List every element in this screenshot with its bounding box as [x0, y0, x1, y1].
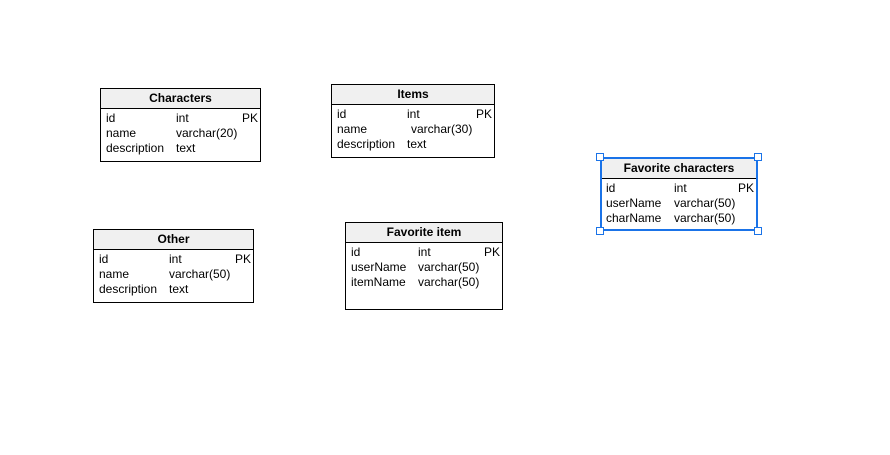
field-type: varchar(50): [674, 211, 736, 225]
table-fields: id int PK userName varchar(50) itemName …: [346, 243, 502, 290]
field-row[interactable]: description text: [337, 137, 494, 152]
field-type: int: [418, 245, 431, 259]
resize-handle-top-right[interactable]: [754, 153, 762, 161]
field-key: PK: [241, 111, 258, 125]
field-row[interactable]: name varchar(50): [99, 267, 253, 282]
field-row[interactable]: userName varchar(50): [606, 196, 756, 211]
field-type: varchar(30): [411, 122, 473, 136]
field-type: varchar(50): [674, 196, 736, 210]
table-favorite-characters[interactable]: Favorite characters id int PK userName v…: [600, 157, 758, 231]
field-type: int: [674, 181, 687, 195]
field-type: varchar(50): [169, 267, 231, 281]
table-title: Other: [94, 230, 253, 250]
field-row[interactable]: description text: [106, 141, 260, 156]
field-row[interactable]: userName varchar(50): [351, 260, 502, 275]
field-type: int: [176, 111, 189, 125]
field-type: varchar(20): [176, 126, 238, 140]
field-type: text: [169, 282, 189, 296]
field-name: name: [99, 267, 130, 281]
resize-handle-bottom-left[interactable]: [596, 227, 604, 235]
field-row[interactable]: itemName varchar(50): [351, 275, 502, 290]
field-name: name: [337, 122, 368, 136]
table-fields: id int PK name varchar(30) description t…: [332, 105, 494, 152]
field-key: PK: [483, 245, 500, 259]
field-row[interactable]: name varchar(30): [337, 122, 494, 137]
table-title: Items: [332, 85, 494, 105]
table-fields: id int PK name varchar(20) description t…: [101, 109, 260, 156]
field-type: text: [407, 137, 427, 151]
field-row[interactable]: id int PK: [337, 107, 494, 122]
field-name: userName: [351, 260, 407, 274]
field-name: id: [99, 252, 109, 266]
table-fields: id int PK name varchar(50) description t…: [94, 250, 253, 297]
table-title: Favorite characters: [602, 159, 756, 179]
field-name: description: [99, 282, 158, 296]
table-fields: id int PK userName varchar(50) charName …: [602, 179, 756, 226]
field-row[interactable]: description text: [99, 282, 253, 297]
field-name: name: [106, 126, 137, 140]
field-name: id: [606, 181, 616, 195]
field-type: text: [176, 141, 196, 155]
field-type: int: [169, 252, 182, 266]
field-name: description: [106, 141, 165, 155]
resize-handle-top-left[interactable]: [596, 153, 604, 161]
table-other[interactable]: Other id int PK name varchar(50) descrip…: [93, 229, 254, 303]
field-row[interactable]: id int PK: [106, 111, 260, 126]
field-type: varchar(50): [418, 260, 480, 274]
table-favorite-item[interactable]: Favorite item id int PK userName varchar…: [345, 222, 503, 310]
field-row[interactable]: id int PK: [606, 181, 756, 196]
field-row[interactable]: id int PK: [351, 245, 502, 260]
field-name: id: [106, 111, 116, 125]
field-name: charName: [606, 211, 662, 225]
field-type: int: [407, 107, 420, 121]
field-name: id: [351, 245, 361, 259]
field-row[interactable]: name varchar(20): [106, 126, 260, 141]
field-key: PK: [475, 107, 492, 121]
field-row[interactable]: id int PK: [99, 252, 253, 267]
resize-handle-bottom-right[interactable]: [754, 227, 762, 235]
field-type: varchar(50): [418, 275, 480, 289]
field-name: itemName: [351, 275, 406, 289]
table-title: Favorite item: [346, 223, 502, 243]
field-name: userName: [606, 196, 662, 210]
field-key: PK: [737, 181, 754, 195]
field-key: PK: [234, 252, 251, 266]
field-row[interactable]: charName varchar(50): [606, 211, 756, 226]
field-name: id: [337, 107, 347, 121]
table-characters[interactable]: Characters id int PK name varchar(20) de…: [100, 88, 261, 162]
table-items[interactable]: Items id int PK name varchar(30) descrip…: [331, 84, 495, 158]
table-title: Characters: [101, 89, 260, 109]
field-name: description: [337, 137, 396, 151]
